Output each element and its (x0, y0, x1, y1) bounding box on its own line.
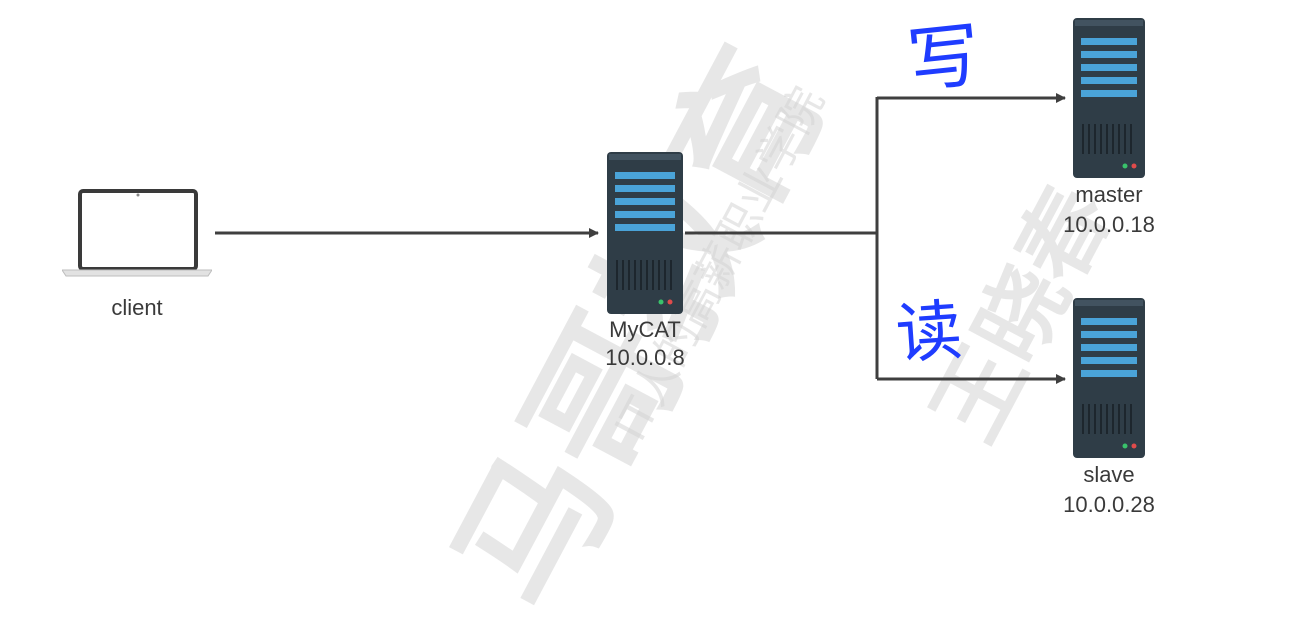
read-annotation: 读 (893, 291, 965, 374)
slave-label: slave (1083, 462, 1135, 487)
client-label: client (111, 295, 163, 320)
master-label: master (1075, 182, 1143, 207)
slave-ip: 10.0.0.28 (1063, 492, 1155, 517)
master-server-icon (1073, 18, 1145, 178)
write-annotation: 写 (903, 12, 985, 104)
mycat-server-icon (607, 152, 683, 314)
mycat-ip: 10.0.0.8 (605, 345, 685, 370)
architecture-diagram: 马哥教育 IT人的高薪职业学院 王晓春 client (62, 12, 1155, 636)
mycat-label: MyCAT (609, 317, 681, 342)
slave-server-icon (1073, 298, 1145, 458)
connectors (215, 93, 1066, 384)
laptop-icon (62, 189, 212, 277)
master-ip: 10.0.0.18 (1063, 212, 1155, 237)
